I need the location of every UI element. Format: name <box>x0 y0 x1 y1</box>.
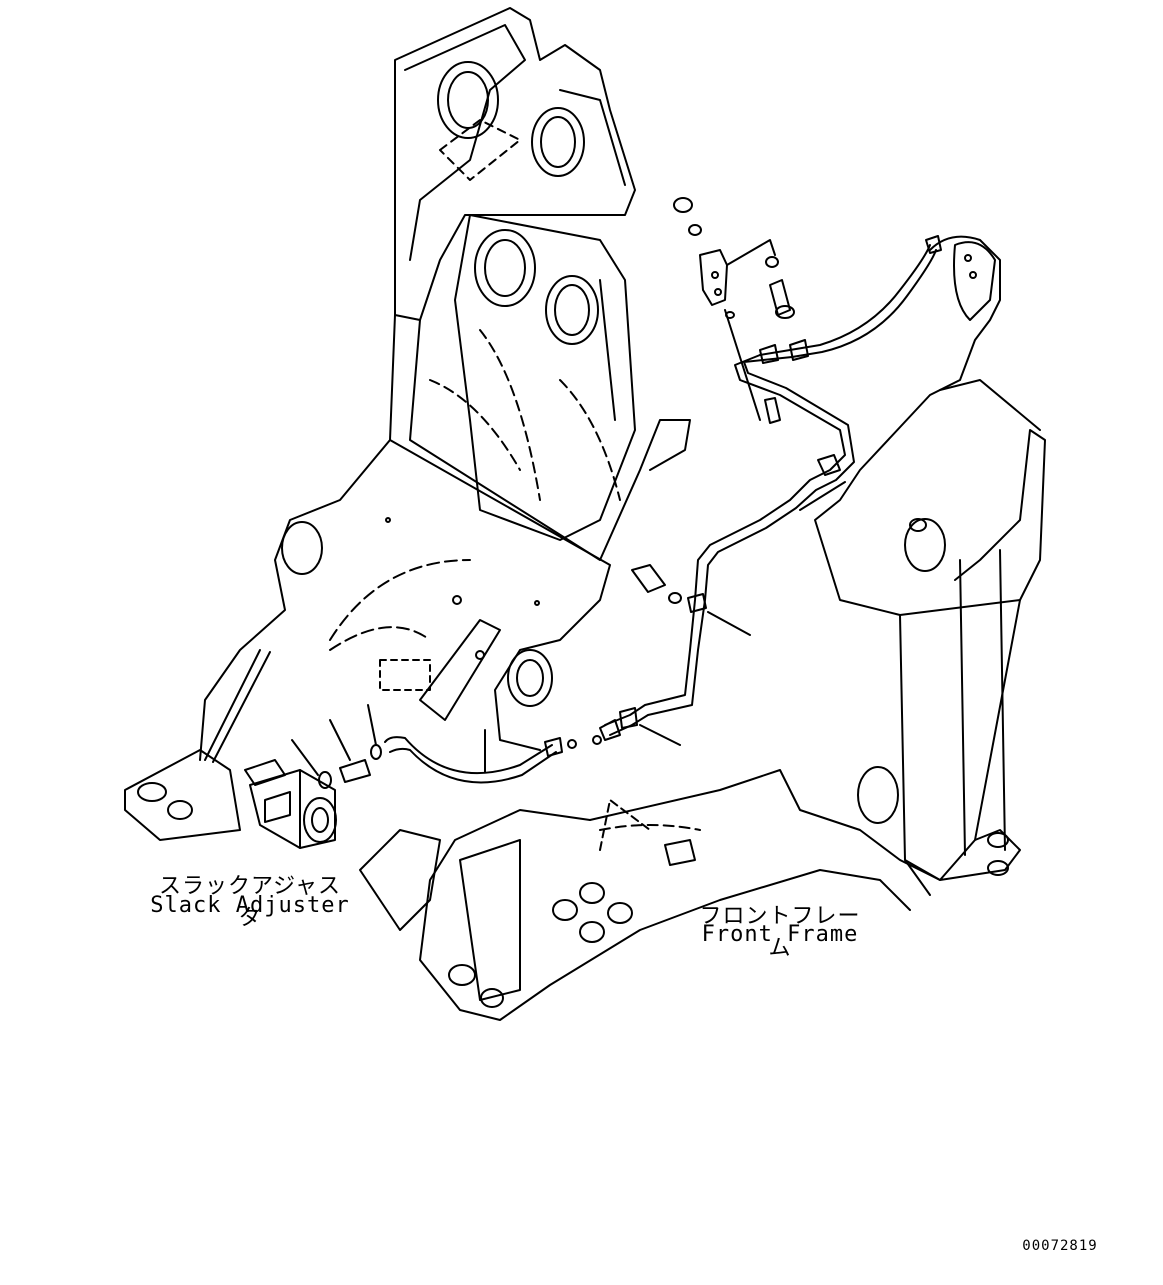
clamp-hardware <box>631 197 846 746</box>
bottom-frame <box>359 769 1021 1021</box>
upper-bore-right <box>531 107 585 177</box>
flexible-hose <box>384 729 602 784</box>
middle-bore-right <box>545 275 599 345</box>
drawing-number: 00072819 <box>1022 1238 1098 1254</box>
upper-frame-tower <box>394 7 636 321</box>
front-frame-jp-label: フロントフレーム <box>699 904 861 961</box>
middle-bracket <box>429 214 636 541</box>
upper-right-hose <box>759 235 942 364</box>
front-frame-en-label: Front Frame <box>701 922 859 947</box>
bottom-left-plate <box>124 749 241 841</box>
washer-right <box>765 256 779 268</box>
frame-plate-bore <box>281 521 323 575</box>
oring-2 <box>370 744 382 760</box>
right-frame <box>814 235 1046 896</box>
rigid-tube <box>599 354 855 741</box>
slack-adjuster-en-label: Slack Adjuster <box>150 893 350 918</box>
slack-adjuster <box>244 704 382 849</box>
oring-1 <box>318 771 332 789</box>
middle-bore-left <box>474 229 536 307</box>
nut <box>673 197 693 213</box>
left-frame-tube <box>204 649 271 763</box>
right-frame-bore <box>904 518 946 572</box>
bolt <box>769 279 791 316</box>
washer-top <box>688 224 702 236</box>
slack-adjuster-jp-label: スラックアジャスタ <box>158 874 342 931</box>
lower-bracket-bore <box>507 649 553 707</box>
main-frame-plate <box>199 314 691 761</box>
lower-right-bore <box>857 766 899 824</box>
upper-bore-left <box>437 61 499 139</box>
